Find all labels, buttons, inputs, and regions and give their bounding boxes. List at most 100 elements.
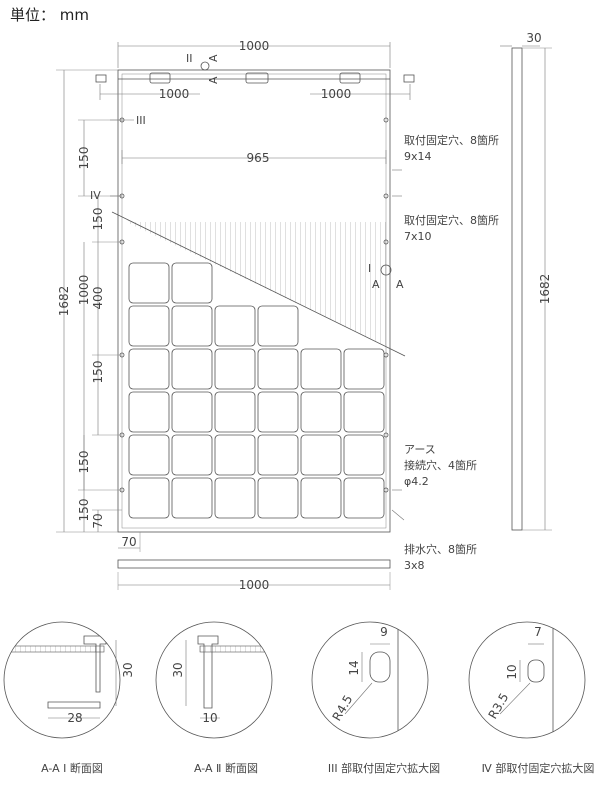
d2-width: 10 [202,711,217,725]
solar-cell [171,477,213,519]
solar-cell [171,391,213,433]
dim-v150c: 150 [91,361,105,384]
d4-height: 10 [505,664,519,679]
note-drain-line1: 排水穴、8箇所 [404,542,477,556]
solar-cell [343,434,385,476]
dimension-texts: 1000 30 1000 1000 965 1682 1682 150 150 … [57,31,552,592]
dim-side-depth: 30 [526,31,541,45]
marker-A2: A [207,76,220,84]
junction-box-right [339,72,361,84]
dim-v400: 400 [91,287,105,310]
solar-cell [214,434,256,476]
dim-v150e: 150 [77,499,91,522]
solar-cell [128,477,170,519]
detail-section-AA-II: 30 10 A-A Ⅱ 断面図 [155,621,273,775]
panel-outer-frame [117,69,391,533]
connector-left [95,74,107,83]
solar-cell [257,391,299,433]
d3-caption: III 部取付固定穴拡大図 [328,761,440,775]
marker-III: III [136,114,146,127]
dimension-lines [56,42,552,590]
solar-cell [300,477,342,519]
detail-hole-IV: 7 10 R3.5 Ⅳ 部取付固定穴拡大図 [468,621,595,775]
marker-II: II [186,52,193,65]
detail-section-AA-I: 30 28 A-A Ⅰ 断面図 [3,621,135,775]
dim-bottom-width: 1000 [239,578,270,592]
marker-A3: A [372,278,380,291]
solar-cell [214,391,256,433]
solar-cell [257,305,299,347]
section-markers: II A A III IV I A A [90,52,404,291]
solar-cell [128,305,170,347]
solar-cell [214,305,256,347]
dim-cable-left: 1000 [159,87,190,101]
dim-h70: 70 [121,535,136,549]
note-mount1-line2: 9x14 [404,150,432,163]
solar-cell [214,477,256,519]
note-drain-line2: 3x8 [404,559,425,572]
detail-I-circle [380,264,392,276]
solar-cell [128,391,170,433]
solar-cell [171,348,213,390]
solar-cell [128,262,170,304]
side-view-frame [511,47,523,531]
note-earth-line1: アース [404,443,436,456]
junction-box-left [149,72,171,84]
solar-cells [128,262,385,519]
solar-cell [171,305,213,347]
break-line [111,211,406,357]
marker-A4: A [396,278,404,291]
solar-cell [128,434,170,476]
panel-front-view [95,61,415,533]
dim-v150b: 150 [91,208,105,231]
dim-v150a: 150 [77,147,91,170]
dim-v150d: 150 [77,451,91,474]
d2-height: 30 [171,662,185,677]
d4-caption: Ⅳ 部取付固定穴拡大図 [482,761,595,775]
detail-II-circle [200,61,210,71]
solar-cell [300,348,342,390]
note-mount1-line1: 取付固定穴、8箇所 [404,133,499,147]
d1-caption: A-A Ⅰ 断面図 [41,761,103,775]
solar-cell [343,348,385,390]
solar-cell [171,262,213,304]
solar-cell [257,348,299,390]
bottom-frame-view [117,559,391,569]
solar-cell [343,391,385,433]
solar-cell [128,348,170,390]
dim-height-left: 1682 [57,286,71,317]
d3-radius: R4.5 [330,693,356,724]
annotation-notes: 取付固定穴、8箇所 9x14 取付固定穴、8箇所 7x10 アース 接続穴、4箇… [404,133,499,572]
note-mount2-line2: 7x10 [404,230,432,243]
detail-hole-III: 9 14 R4.5 III 部取付固定穴拡大図 [311,621,440,775]
dim-cable-right: 1000 [321,87,352,101]
junction-box-center [245,72,269,84]
marker-A1: A [207,54,220,62]
marker-IV: IV [90,189,101,202]
solar-cell [214,348,256,390]
note-earth-line3: φ4.2 [404,475,429,488]
d3-height: 14 [347,660,361,675]
d2-caption: A-A Ⅱ 断面図 [194,761,258,775]
dim-v70: 70 [91,513,105,528]
solar-cell [257,434,299,476]
solar-cell [343,477,385,519]
unit-label: 単位： mm [10,6,89,24]
note-mount2-line1: 取付固定穴、8箇所 [404,213,499,227]
d1-width: 28 [67,711,82,725]
solar-cell [300,391,342,433]
note-earth-line2: 接続穴、4箇所 [404,458,477,472]
connector-right [403,74,415,83]
solar-cell [300,434,342,476]
solar-cell [257,477,299,519]
d3-width: 9 [380,625,388,639]
solar-cell [171,434,213,476]
marker-I: I [368,262,371,275]
d4-width: 7 [534,625,542,639]
d1-height: 30 [121,662,135,677]
dim-mount-span: 965 [247,151,270,165]
dim-top-width: 1000 [239,39,270,53]
dim-height-side: 1682 [538,274,552,305]
dim-v1000: 1000 [77,275,91,306]
